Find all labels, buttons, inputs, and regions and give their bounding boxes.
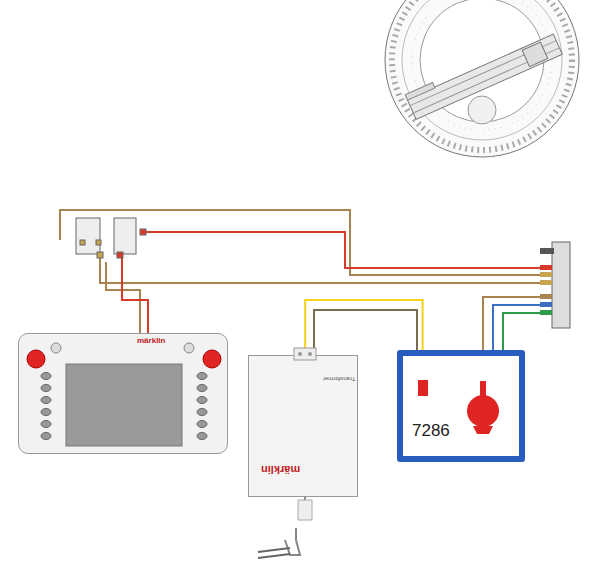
terminal-strip	[540, 242, 570, 328]
turntable	[385, 0, 579, 157]
brand-label: märklin	[137, 337, 165, 345]
device-label: Transformer	[323, 376, 355, 382]
wire-connector	[305, 300, 422, 355]
transformer: märklin Transformer	[248, 355, 358, 497]
device-art	[403, 356, 519, 456]
device-art	[19, 334, 227, 453]
control-box: 7286	[397, 350, 525, 462]
model-number: 7286	[412, 422, 450, 439]
connector-blocks	[76, 218, 146, 258]
brand-label: märklin	[261, 464, 300, 475]
central-station: märklin	[18, 333, 228, 454]
wires	[60, 210, 545, 558]
